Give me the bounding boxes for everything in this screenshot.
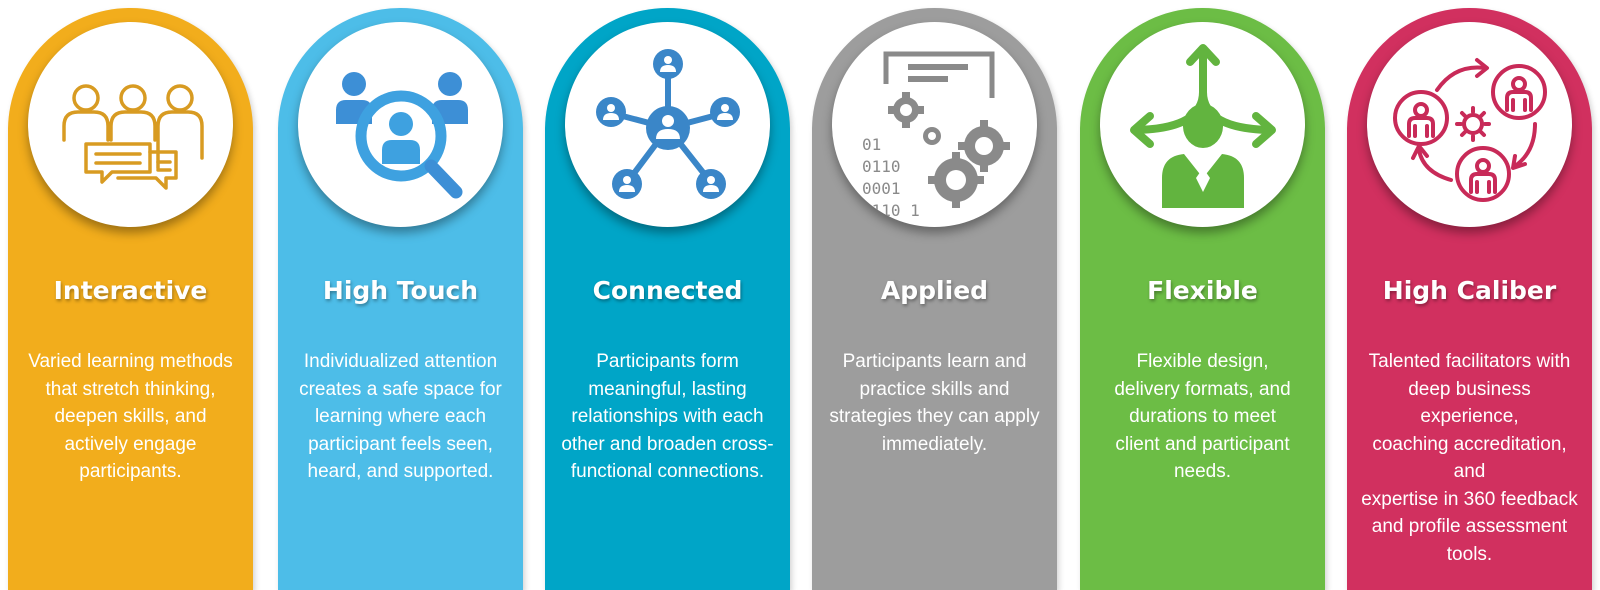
icon-circle xyxy=(1100,22,1305,227)
icon-circle: 01 0110 0001 0110 1 xyxy=(832,22,1037,227)
magnifier-person-icon xyxy=(336,72,468,199)
card-title: High Caliber xyxy=(1382,276,1557,305)
icon-circle xyxy=(565,22,770,227)
icon-circle xyxy=(298,22,503,227)
binary-code: 01 0110 0001 0110 1 xyxy=(862,134,942,222)
card-high-caliber: High Caliber Talented facilitators with … xyxy=(1347,8,1592,590)
card-interactive: Interactive Varied learning methods that… xyxy=(8,8,253,590)
card-flexible: Flexible Flexible design, delivery forma… xyxy=(1080,8,1325,590)
card-description: Varied learning methods that stretch thi… xyxy=(28,351,233,482)
card-title: Interactive xyxy=(53,276,208,305)
icon-circle xyxy=(28,22,233,227)
card-description: Participants form meaningful, lasting re… xyxy=(561,351,774,482)
binary-line: 0110 xyxy=(862,157,901,176)
card-title: High Touch xyxy=(322,276,479,305)
card-description: Talented facilitators with deep business… xyxy=(1361,351,1578,565)
card-title: Applied xyxy=(880,276,989,305)
card-title: Flexible xyxy=(1147,276,1258,305)
person-arrows-icon xyxy=(1130,44,1276,208)
card-title: Connected xyxy=(592,276,743,305)
card-description: Participants learn and practice skills a… xyxy=(829,351,1040,455)
card-description: Individualized attention creates a safe … xyxy=(299,351,502,482)
card-connected: Connected Participants form meaningful, … xyxy=(545,8,790,590)
group-chat-icon xyxy=(62,84,204,190)
gears-code-icon xyxy=(883,51,1010,208)
card-high-touch: High Touch Individualized attention crea… xyxy=(278,8,523,590)
binary-line: 01 xyxy=(862,135,882,154)
card-applied: 01 0110 0001 0110 1 Applied Participants… xyxy=(812,8,1057,590)
cycle-people-gear-icon xyxy=(1393,58,1547,202)
binary-line: 0001 xyxy=(862,179,901,198)
binary-line: 0110 1 xyxy=(862,201,920,220)
icon-circle xyxy=(1367,22,1572,227)
network-people-icon xyxy=(596,49,740,199)
card-description: Flexible design, delivery formats, and d… xyxy=(1114,351,1291,482)
